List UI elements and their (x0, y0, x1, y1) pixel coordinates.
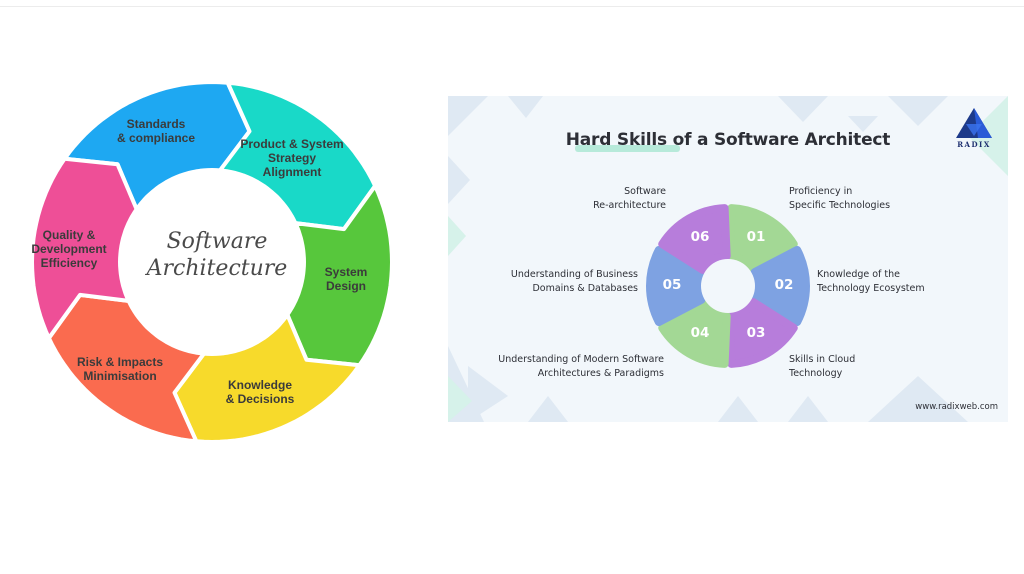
radix-logo-text: RADIX (957, 140, 991, 149)
ring-center-hole (701, 259, 755, 313)
ring-segment-05 (646, 245, 706, 327)
ring-number-05: 05 (662, 277, 682, 293)
website-url: www.radixweb.com (915, 402, 998, 412)
ring-segment-02 (750, 245, 810, 327)
skill-label-01: Proficiency in Specific Technologies (789, 186, 891, 211)
ring-segment-06 (658, 204, 731, 274)
ring-segment-04 (658, 298, 731, 368)
ring-segment-01 (725, 204, 798, 274)
wheel-label-system-design: System Design (324, 265, 368, 293)
ring-number-04: 04 (690, 325, 710, 342)
wheel-center-circle (124, 174, 300, 350)
title-highlight (575, 145, 680, 152)
wheel-segment-quality-efficiency (30, 156, 139, 341)
card-title: Hard Skills of a Software Architect (565, 130, 891, 150)
skills-ring (646, 204, 810, 368)
wheel-label-risk-impacts: Risk & Impacts Minimisation (76, 355, 164, 383)
ring-segment-03 (725, 298, 798, 368)
skill-label-03: Skills in Cloud Technology (789, 354, 856, 379)
software-architecture-wheel (30, 80, 394, 444)
wheel-center-title: Software Architecture (146, 229, 288, 281)
wheel-label-quality-efficiency: Quality & Development Efficiency (31, 228, 107, 270)
ring-number-06: 06 (690, 228, 710, 245)
ring-number-01: 01 (746, 228, 766, 245)
skill-label-02: Knowledge of the Technology Ecosystem (817, 269, 925, 294)
wheel-label-knowledge-decisions: Knowledge & Decisions (225, 378, 295, 406)
ring-number-02: 02 (774, 277, 794, 293)
radix-logo-icon (956, 108, 992, 138)
top-border-line (0, 0, 1024, 7)
skill-label-05: Understanding of Business Domains & Data… (510, 269, 638, 294)
skill-label-06: Software Re-architecture (593, 186, 666, 211)
hard-skills-card: Hard Skills of a Software Architect RADI… (448, 96, 1008, 422)
ring-number-03: 03 (746, 325, 766, 342)
skill-label-04: Understanding of Modern Software Archite… (498, 354, 664, 379)
wheel-label-product-strategy: Product & System Strategy Alignment (240, 137, 344, 179)
wheel-label-standards: Standards & compliance (116, 117, 196, 145)
